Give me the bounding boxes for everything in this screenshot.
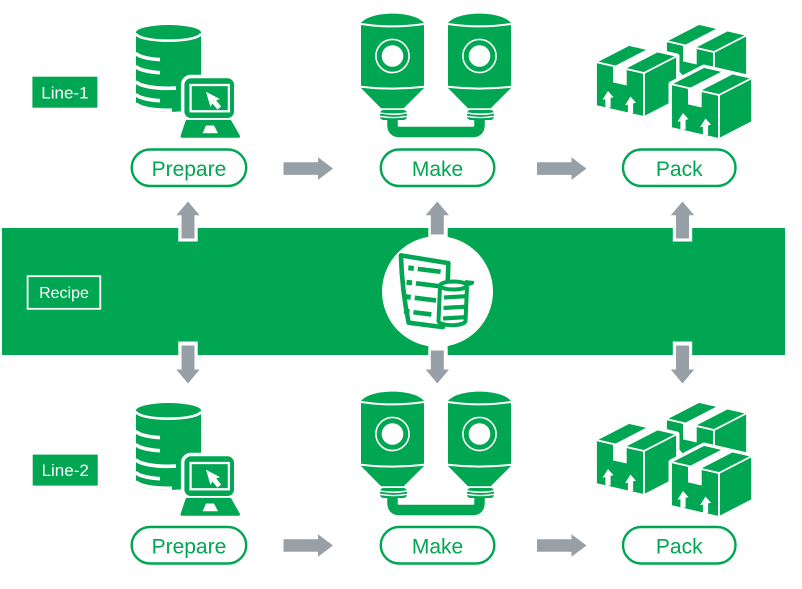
svg-text:Recipe: Recipe [39,285,89,302]
svg-text:Pack: Pack [656,158,703,181]
svg-text:Make: Make [412,158,463,181]
svg-text:Line-1: Line-1 [41,83,88,102]
svg-text:Prepare: Prepare [152,536,227,559]
svg-text:Make: Make [412,536,463,559]
svg-text:Line-2: Line-2 [42,461,89,480]
svg-text:Pack: Pack [656,536,703,559]
svg-text:Prepare: Prepare [152,158,227,181]
